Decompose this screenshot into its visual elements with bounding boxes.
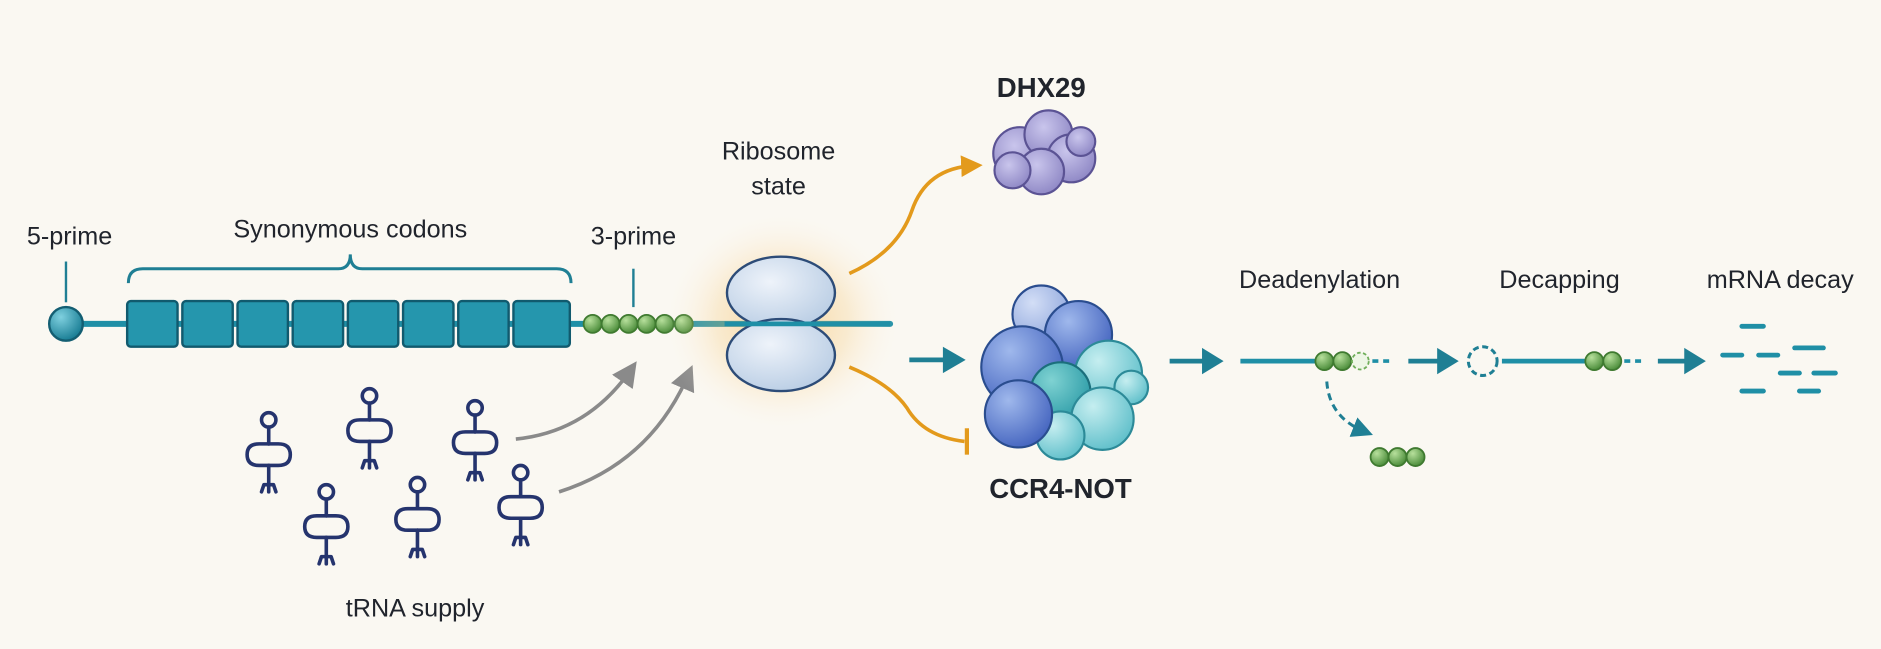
trna-cloverleaf-icon — [497, 463, 545, 547]
bead-icon — [582, 314, 603, 334]
to-decay-arrow — [1657, 347, 1706, 375]
bead-icon — [1405, 447, 1426, 467]
removed-cap-icon — [1466, 345, 1499, 377]
trna-cloverleaf-icon — [302, 482, 350, 566]
bead-icon — [1332, 351, 1353, 371]
deadenylation-label: Deadenylation — [1239, 266, 1400, 294]
bead-icon — [1602, 351, 1623, 371]
ribosome-to-ccr4-arrow — [909, 346, 966, 374]
bead-icon — [636, 314, 657, 334]
mrna-decay-step: mRNA decay — [1707, 266, 1854, 394]
bead-icon — [618, 314, 639, 334]
mrna-strand: 5-prime Synonymous codons 3-prime — [27, 216, 894, 348]
trna-flow-arrow — [558, 365, 695, 494]
decapping-label: Decapping — [1499, 266, 1619, 294]
cap-circle-icon — [47, 305, 84, 342]
codon-bracket — [126, 254, 573, 284]
codon-box-icon — [181, 299, 234, 348]
trna-cloverleaf-icon — [245, 410, 293, 494]
trna-supply: tRNA supply — [245, 361, 695, 623]
ribosome-state-label-line1: Ribosome — [722, 138, 835, 166]
codon-box-icon — [125, 299, 179, 348]
ribosome: Ribosome state — [662, 138, 903, 432]
dhx29-activation-arrow — [848, 155, 983, 276]
mrna-decay-label: mRNA decay — [1707, 266, 1854, 294]
bead-icon — [600, 314, 621, 334]
to-decapping-arrow — [1408, 347, 1459, 375]
codon-box-icon — [236, 299, 290, 348]
ribosome-small-subunit — [725, 317, 837, 393]
dhx29-label: DHX29 — [997, 72, 1086, 103]
synonymous-codons-label: Synonymous codons — [233, 216, 467, 244]
removed-bead-icon — [1351, 351, 1370, 371]
protein-complex-icon — [980, 284, 1150, 461]
ccr4-not-label: CCR4-NOT — [989, 473, 1132, 504]
three-prime-label: 3-prime — [591, 223, 676, 251]
ccr4-not-inhibition-line — [848, 365, 965, 444]
trna-supply-label: tRNA supply — [346, 595, 485, 623]
trna-flow-arrow — [515, 361, 637, 441]
protein-blob-icon — [992, 109, 1097, 196]
codon-row — [125, 299, 572, 348]
trna-cloverleaf-icon — [394, 475, 441, 559]
codon-box-icon — [457, 299, 510, 348]
trna-cloverleaf-icon — [451, 398, 499, 482]
bead-icon — [1314, 351, 1335, 371]
deadenylation-step: Deadenylation — [1239, 266, 1426, 467]
codon-box-icon — [291, 299, 345, 348]
codon-box-icon — [346, 299, 400, 348]
five-prime-label: 5-prime — [27, 223, 112, 251]
decapping-step: Decapping — [1466, 266, 1646, 377]
codon-box-icon — [401, 299, 455, 348]
bead-release-arrow — [1325, 381, 1373, 437]
to-deadenylation-arrow — [1169, 347, 1224, 375]
bead-icon — [1387, 447, 1408, 467]
bead-icon — [1584, 351, 1605, 371]
bead-icon — [1369, 447, 1390, 467]
ribosome-state-label-line2: state — [751, 172, 806, 200]
codon-box-icon — [512, 299, 572, 348]
trna-cloverleaf-icon — [346, 386, 393, 470]
